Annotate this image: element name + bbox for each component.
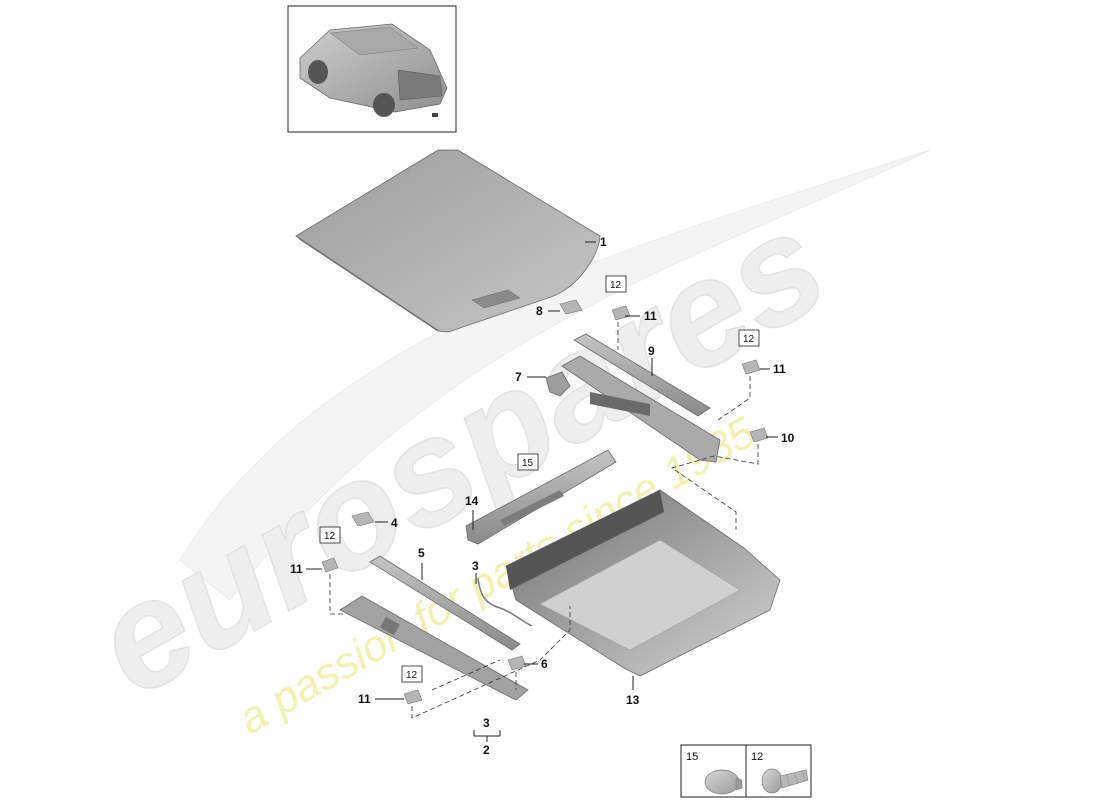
boxed-ref-12-right: 12 xyxy=(738,329,760,347)
legend-label-12: 12 xyxy=(751,751,763,763)
assembly-guide-lines xyxy=(329,322,759,719)
callout-4: 4 xyxy=(391,516,398,530)
callout-1: 1 xyxy=(600,235,607,249)
fastener-part-11-left xyxy=(321,557,339,573)
push-clip-icon xyxy=(704,769,743,795)
side-trim-strip xyxy=(465,449,617,545)
fastener-legend: 15 12 xyxy=(680,744,812,798)
boxed-ref-15: 15 xyxy=(517,453,539,471)
trunk-floor-tub xyxy=(505,489,781,677)
callout-8: 8 xyxy=(536,304,543,318)
boxed-ref-12-upper: 12 xyxy=(605,275,627,293)
boxed-reference-labels: 12 12 12 12 15 xyxy=(319,275,760,683)
callout-10: 10 xyxy=(781,431,795,445)
expansion-rivet-icon xyxy=(761,768,809,794)
callout-6: 6 xyxy=(541,657,548,671)
callout-2: 2 xyxy=(483,743,490,757)
svg-text:15: 15 xyxy=(522,458,534,469)
boxed-ref-12-bottom: 12 xyxy=(401,665,423,683)
callout-11-right: 11 xyxy=(773,362,786,376)
lower-trim-rail xyxy=(339,555,529,701)
callout-3-cable: 3 xyxy=(472,559,479,573)
callout-5: 5 xyxy=(418,546,425,560)
cargo-floor-panel xyxy=(295,149,601,333)
bracket-part xyxy=(545,371,571,397)
callout-11-left: 11 xyxy=(290,562,303,576)
fastener-part-11-right xyxy=(741,359,761,375)
fastener-part-10 xyxy=(749,427,769,443)
callout-14: 14 xyxy=(465,494,479,508)
svg-text:12: 12 xyxy=(324,531,336,542)
callout-labels: 1 2 3 3 4 5 6 7 8 9 10 11 11 11 11 13 14 xyxy=(290,235,795,757)
callout-7: 7 xyxy=(515,370,522,384)
fastener-part-11-bottom xyxy=(403,689,423,705)
callout-11-upper: 11 xyxy=(644,309,657,323)
boxed-ref-12-left: 12 xyxy=(319,526,341,544)
vehicle-reference-thumbnail xyxy=(287,5,457,133)
leader-lines xyxy=(306,241,778,742)
fastener-part-4 xyxy=(351,511,375,527)
callout-9: 9 xyxy=(648,344,655,358)
vehicle-silhouette-icon xyxy=(299,23,448,117)
fastener-part-8 xyxy=(559,299,583,315)
callout-3-assembly: 3 xyxy=(483,716,490,730)
svg-text:12: 12 xyxy=(610,280,622,291)
fastener-part-6 xyxy=(507,655,527,671)
watermark-swoosh xyxy=(179,149,931,601)
svg-text:12: 12 xyxy=(743,334,755,345)
svg-text:12: 12 xyxy=(406,670,418,681)
callout-13: 13 xyxy=(626,693,640,707)
legend-label-15: 15 xyxy=(686,751,698,763)
callout-11-bottom: 11 xyxy=(358,692,371,706)
upper-trim-rail xyxy=(561,333,721,463)
cable-part xyxy=(477,577,533,627)
